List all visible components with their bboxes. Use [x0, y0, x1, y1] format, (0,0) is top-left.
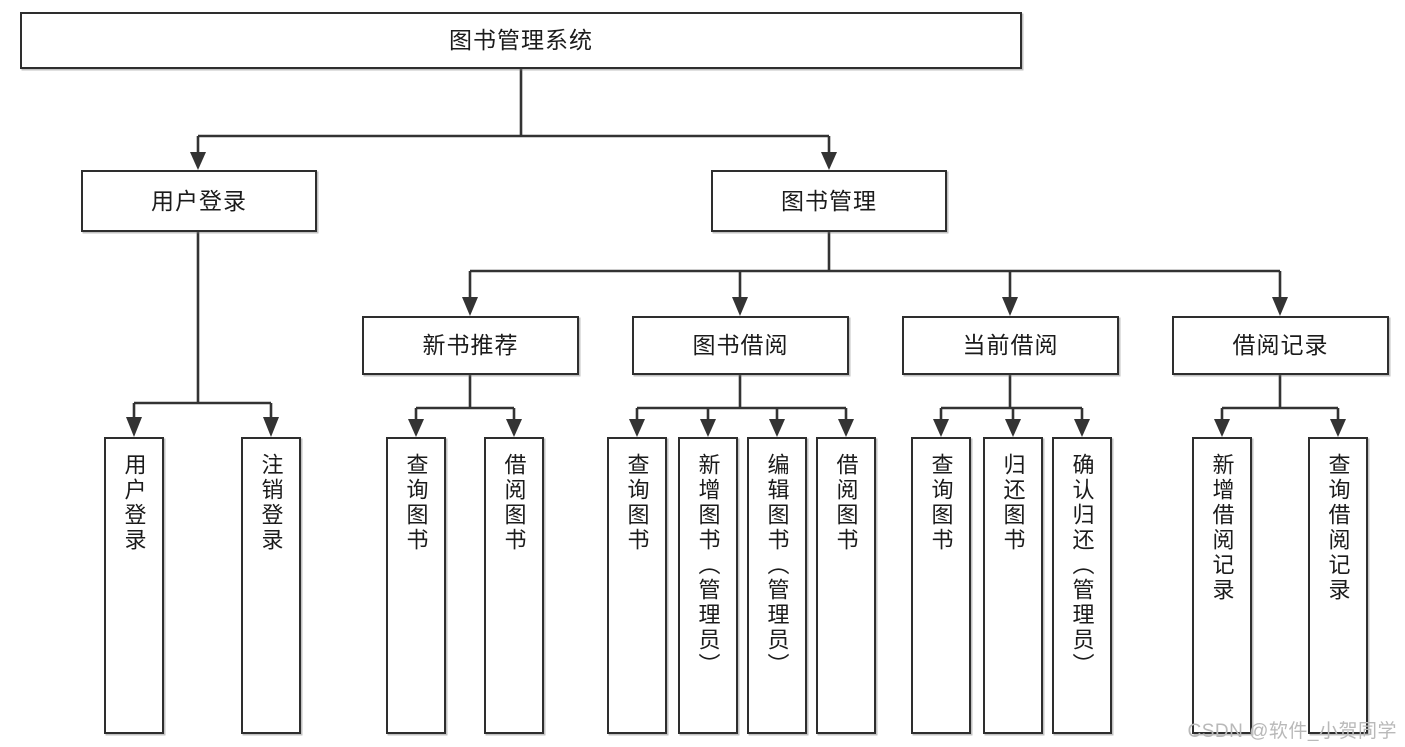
arrowhead-leaf-borrow-book-2 — [838, 419, 854, 437]
arrowhead-leaf-query-book-3 — [933, 419, 949, 437]
arrowhead-leaf-user-login — [126, 417, 142, 437]
csdn-watermark: CSDN @软件_小贺同学 — [1187, 721, 1397, 742]
arrowhead-leaf-query-book-2 — [629, 419, 645, 437]
node-book-borrow[interactable]: 图书借阅 — [632, 316, 849, 375]
node-leaf-query-book-1-label: 查询图书 — [403, 453, 429, 553]
arrowhead-book-borrow — [732, 297, 748, 316]
node-leaf-return-book[interactable]: 归还图书 — [983, 437, 1043, 734]
node-new-book-rec-label: 新书推荐 — [422, 332, 519, 359]
arrowhead-leaf-logout — [263, 417, 279, 437]
arrowhead-user-login — [190, 152, 206, 170]
node-book-borrow-label: 图书借阅 — [692, 332, 789, 359]
node-leaf-logout[interactable]: 注销登录 — [241, 437, 301, 734]
arrowhead-leaf-borrow-book-1 — [506, 419, 522, 437]
node-leaf-query-book-2-label: 查询图书 — [624, 453, 650, 553]
arrowhead-borrow-record — [1272, 297, 1288, 316]
node-leaf-borrow-book-2-label: 借阅图书 — [833, 453, 859, 553]
node-current-borrow-label: 当前借阅 — [962, 332, 1059, 359]
arrowhead-leaf-edit-book — [769, 419, 785, 437]
node-leaf-add-book[interactable]: 新增图书（管理员） — [678, 437, 738, 734]
node-leaf-add-record[interactable]: 新增借阅记录 — [1192, 437, 1252, 734]
node-leaf-confirm-return-label: 确认归还（管理员） — [1069, 453, 1095, 678]
node-leaf-query-book-3-label: 查询图书 — [928, 453, 954, 553]
arrowhead-leaf-add-book — [700, 419, 716, 437]
node-leaf-user-login-label: 用户登录 — [121, 453, 147, 553]
node-root[interactable]: 图书管理系统 — [20, 12, 1022, 69]
node-leaf-return-book-label: 归还图书 — [1000, 453, 1026, 553]
node-root-label: 图书管理系统 — [449, 27, 593, 54]
node-book-manage[interactable]: 图书管理 — [711, 170, 947, 232]
node-leaf-edit-book-label: 编辑图书（管理员） — [764, 453, 790, 678]
arrowhead-current-borrow — [1002, 297, 1018, 316]
arrowhead-leaf-add-record — [1214, 419, 1230, 437]
arrowhead-leaf-query-book-1 — [408, 419, 424, 437]
node-current-borrow[interactable]: 当前借阅 — [902, 316, 1119, 375]
node-leaf-borrow-book-1-label: 借阅图书 — [501, 453, 527, 553]
node-leaf-edit-book[interactable]: 编辑图书（管理员） — [747, 437, 807, 734]
arrowhead-new-book-rec — [462, 297, 478, 316]
node-book-manage-label: 图书管理 — [781, 187, 877, 214]
node-new-book-rec[interactable]: 新书推荐 — [362, 316, 579, 375]
node-leaf-query-book-2[interactable]: 查询图书 — [607, 437, 667, 734]
node-leaf-query-record[interactable]: 查询借阅记录 — [1308, 437, 1368, 734]
node-leaf-borrow-book-1[interactable]: 借阅图书 — [484, 437, 544, 734]
node-user-login-label: 用户登录 — [151, 187, 247, 214]
node-borrow-record-label: 借阅记录 — [1232, 332, 1329, 359]
arrowhead-leaf-confirm-return — [1074, 419, 1090, 437]
arrowhead-leaf-query-record — [1330, 419, 1346, 437]
node-leaf-logout-label: 注销登录 — [258, 453, 284, 553]
node-leaf-confirm-return[interactable]: 确认归还（管理员） — [1052, 437, 1112, 734]
node-leaf-query-book-3[interactable]: 查询图书 — [911, 437, 971, 734]
arrowhead-book-manage — [821, 152, 837, 170]
node-leaf-borrow-book-2[interactable]: 借阅图书 — [816, 437, 876, 734]
arrowhead-leaf-return-book — [1005, 419, 1021, 437]
node-leaf-add-record-label: 新增借阅记录 — [1209, 453, 1235, 603]
node-leaf-query-book-1[interactable]: 查询图书 — [386, 437, 446, 734]
node-leaf-user-login[interactable]: 用户登录 — [104, 437, 164, 734]
node-leaf-add-book-label: 新增图书（管理员） — [695, 453, 721, 678]
node-user-login[interactable]: 用户登录 — [81, 170, 317, 232]
node-borrow-record[interactable]: 借阅记录 — [1172, 316, 1389, 375]
node-leaf-query-record-label: 查询借阅记录 — [1325, 453, 1351, 603]
